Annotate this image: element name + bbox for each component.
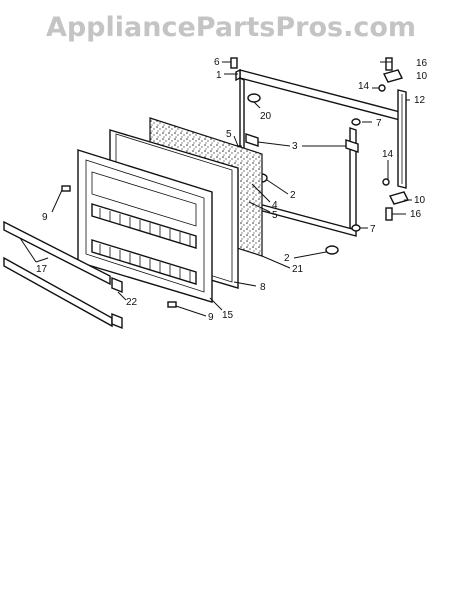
callout-2-bottom: 2 [284,253,290,264]
washer-7-top [351,118,361,126]
grommet-20 [247,93,261,103]
screw-6 [230,57,238,69]
callout-2-top: 2 [290,190,296,201]
callout-9-bottom: 9 [208,312,214,323]
shelf-end-cap-upper [111,276,123,294]
watermark-logo-text: AppliancePartsPros.com [45,12,417,43]
liner-shelf-lower [91,239,197,285]
callout-16-top: 16 [416,58,428,69]
callout-3: 3 [292,141,298,152]
callout-labels: 6 1 16 10 14 12 20 7 5 3 14 2 4 5 10 16 … [36,57,428,323]
screw-9-bottom [167,301,177,308]
hinge-top-right [378,57,404,92]
shelf-end-cap-lower [111,312,123,330]
callout-9-left: 9 [42,212,48,223]
callout-22: 22 [126,297,138,308]
door-liner [77,149,213,303]
callout-21: 21 [292,264,304,275]
liner-shelf-upper [91,203,197,249]
spacer-2-bottom [325,245,339,255]
callout-6: 6 [214,57,220,68]
callout-4: 4 [272,200,278,211]
door-handle [397,89,407,189]
frame-left-bar [239,76,245,152]
callout-20: 20 [260,111,272,122]
hinge-bracket-3-left [245,133,259,147]
callout-17: 17 [36,264,48,275]
door-shelf-bar-upper [3,220,111,286]
callout-14-top: 14 [358,81,370,92]
leader-lines [19,61,412,317]
callout-8: 8 [260,282,266,293]
callout-16-bottom: 16 [410,209,422,220]
callout-5-bottom: 5 [272,210,278,221]
callout-10-top: 10 [416,71,428,82]
screw-9-left [61,185,71,192]
callout-15: 15 [222,310,234,321]
callout-10-bottom: 10 [414,195,426,206]
callout-5-top: 5 [226,129,232,140]
hinge-bracket-3-right [345,139,359,153]
door-shelf-bar-lower [3,256,113,328]
callout-14-bottom: 14 [382,149,394,160]
callout-7-bottom: 7 [370,224,376,235]
callout-7-top: 7 [376,118,382,129]
washer-7-bottom [351,224,361,232]
callout-1: 1 [216,70,222,81]
callout-12: 12 [414,95,426,106]
